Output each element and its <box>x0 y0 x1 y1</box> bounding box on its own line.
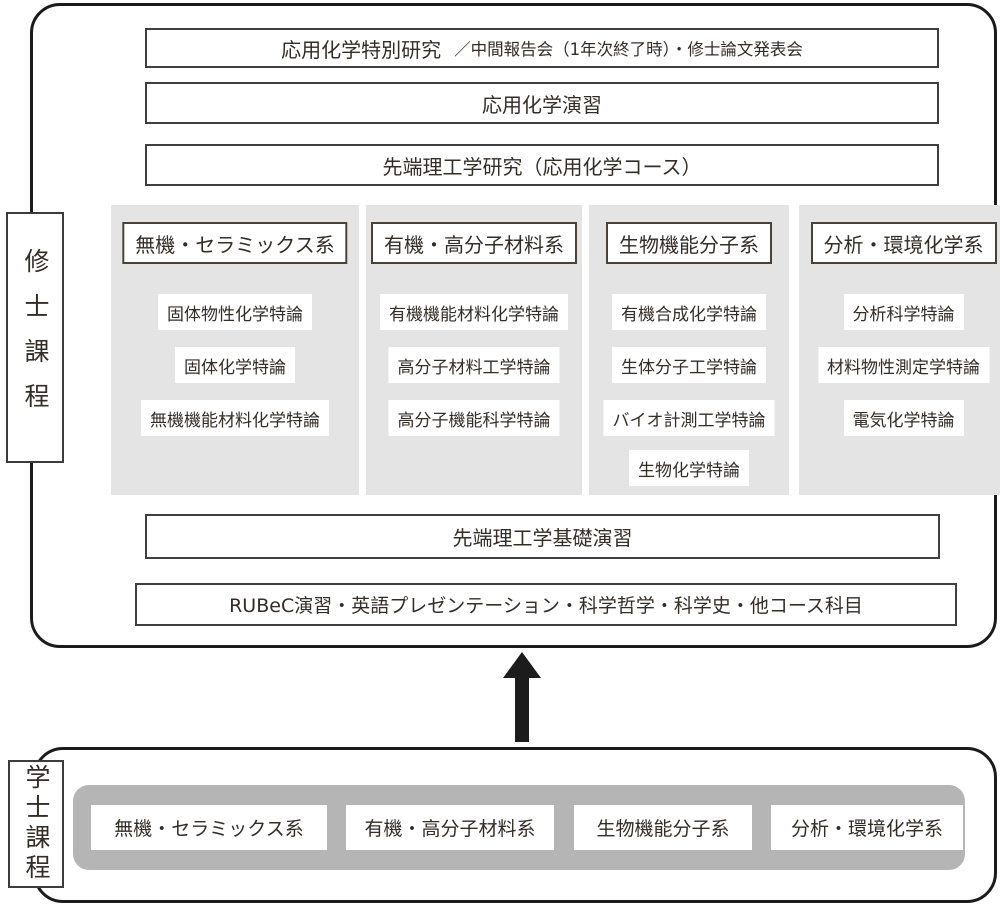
course-item: バイオ計測工学特論 <box>603 400 775 436</box>
column-inorganic-ceramics: 無機・セラミックス系 固体物性化学特論 固体化学特論 無機機能材料化学特論 <box>111 205 359 495</box>
master-course-label: 修士課程 <box>6 212 64 463</box>
bar-applied-chemistry-seminar: 応用化学演習 <box>145 82 939 124</box>
course-item: 分析科学特論 <box>843 294 964 330</box>
column-header-inorganic-ceramics: 無機・セラミックス系 <box>122 222 348 264</box>
track-inorganic-ceramics: 無機・セラミックス系 <box>91 805 327 850</box>
bar-rubec-and-others: RUBeC演習・英語プレゼンテーション・科学哲学・科学史・他コース科目 <box>135 583 957 626</box>
course-item: 固体物性化学特論 <box>158 294 312 330</box>
track-organic-polymer: 有機・高分子材料系 <box>346 805 554 850</box>
bar-special-research: 応用化学特別研究 ／中間報告会（1年次終了時）・修士論文発表会 <box>145 28 939 68</box>
course-item: 生物化学特論 <box>629 450 749 486</box>
column-header-biofunctional-molecules: 生物機能分子系 <box>606 222 772 264</box>
up-arrow-icon <box>503 652 541 678</box>
course-item: 電気化学特論 <box>843 400 964 436</box>
column-biofunctional-molecules: 生物機能分子系 有機合成化学特論 生体分子工学特論 バイオ計測工学特論 生物化学… <box>589 205 789 495</box>
bar-special-research-sub: ／中間報告会（1年次終了時）・修士論文発表会 <box>454 40 803 59</box>
track-biofunctional-molecules: 生物機能分子系 <box>574 805 752 850</box>
master-course-section: 応用化学特別研究 ／中間報告会（1年次終了時）・修士論文発表会 応用化学演習 先端… <box>30 3 1000 648</box>
course-item: 高分子機能科学特論 <box>388 400 560 436</box>
column-header-analytical-environmental: 分析・環境化学系 <box>810 222 997 264</box>
column-header-organic-polymer: 有機・高分子材料系 <box>371 222 577 264</box>
up-arrow-shaft <box>515 676 529 742</box>
course-item: 生体分子工学特論 <box>612 347 766 383</box>
course-item: 有機機能材料化学特論 <box>380 294 568 330</box>
course-item: 材料物性測定学特論 <box>818 347 989 383</box>
course-item: 有機合成化学特論 <box>612 294 766 330</box>
column-analytical-environmental: 分析・環境化学系 分析科学特論 材料物性測定学特論 電気化学特論 <box>799 205 1000 495</box>
bachelor-course-label: 学士課程 <box>8 760 64 888</box>
bar-advanced-science-research: 先端理工学研究（応用化学コース） <box>145 144 939 186</box>
course-item: 高分子材料工学特論 <box>388 347 560 383</box>
track-analytical-environmental: 分析・環境化学系 <box>771 805 963 850</box>
bar-basic-seminar: 先端理工学基礎演習 <box>145 514 940 559</box>
course-item: 固体化学特論 <box>175 347 295 383</box>
course-item: 無機機能材料化学特論 <box>141 400 329 436</box>
bar-special-research-main: 応用化学特別研究 <box>281 37 442 62</box>
column-organic-polymer: 有機・高分子材料系 有機機能材料化学特論 高分子材料工学特論 高分子機能科学特論 <box>366 205 582 495</box>
